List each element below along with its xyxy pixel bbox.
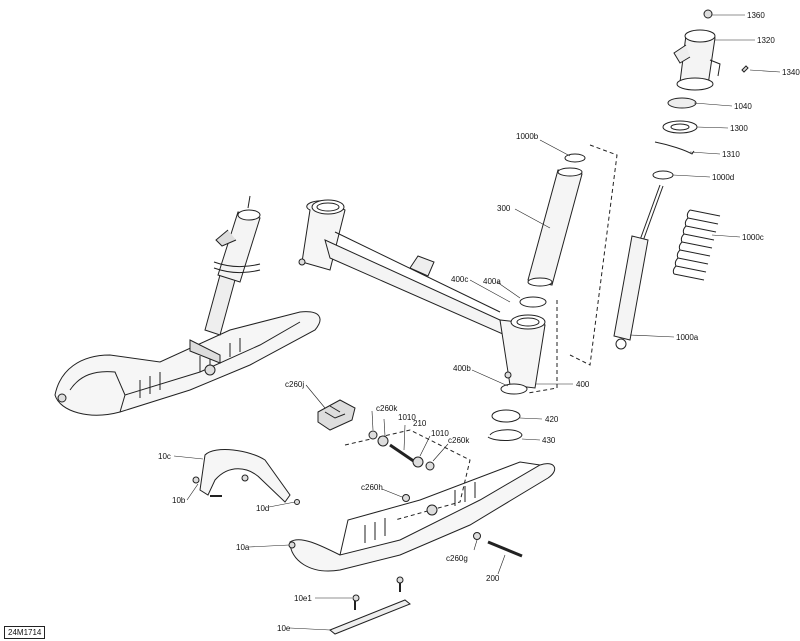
callout-1040: 1040 <box>734 102 752 111</box>
runner-10e <box>329 576 411 635</box>
circlip-430 <box>487 429 523 441</box>
callout-1360: 1360 <box>747 11 765 20</box>
leader-lines <box>173 14 781 631</box>
bumper-c260j <box>317 399 356 431</box>
callout-400c: 400c <box>451 275 468 284</box>
hardware-dashed-outline <box>344 429 471 521</box>
callout-c260j: c260j <box>285 380 304 389</box>
nut-c260h <box>402 494 410 502</box>
nut-c260g <box>473 532 481 540</box>
callout-1010-left: 1010 <box>398 413 416 422</box>
bushing-1010-right <box>412 456 424 468</box>
callout-1000a: 1000a <box>676 333 699 342</box>
diagram-reference-code: 24M1714 <box>4 626 46 639</box>
callout-420: 420 <box>545 415 559 424</box>
sleeve-210 <box>389 443 416 464</box>
callout-1300: 1300 <box>730 124 748 133</box>
assembled-ski-with-shock <box>54 195 321 416</box>
handle-10c <box>192 449 300 505</box>
callout-10d: 10d <box>256 504 269 513</box>
callout-1000c: 1000c <box>742 233 764 242</box>
bolt-200 <box>487 540 523 558</box>
assembly-dashed-outline <box>527 144 618 394</box>
callout-300: 300 <box>497 204 511 213</box>
callout-1340: 1340 <box>782 68 800 77</box>
callout-10e: 10e <box>277 624 291 633</box>
callout-400a: 400a <box>483 277 501 286</box>
callout-10a: 10a <box>236 543 250 552</box>
nut-c260k-right <box>425 461 435 471</box>
callout-1310: 1310 <box>722 150 740 159</box>
callout-400b: 400b <box>453 364 471 373</box>
tube-300 <box>527 153 586 287</box>
callout-400: 400 <box>576 380 590 389</box>
shock-absorber-exploded <box>613 9 749 350</box>
washer-400b <box>500 383 528 395</box>
bushing-1010-left <box>377 435 389 447</box>
callout-200: 200 <box>486 574 500 583</box>
callout-1010-right: 1010 <box>431 429 449 438</box>
callout-10c: 10c <box>158 452 171 461</box>
washer-400a <box>519 296 547 308</box>
callout-c260h: c260h <box>361 483 383 492</box>
callout-210: 210 <box>413 419 427 428</box>
callout-c260k-right: c260k <box>448 436 470 445</box>
callout-labels: 1360 1320 1340 1040 1300 1310 1000d 1000… <box>158 11 800 633</box>
nut-c260k-left <box>368 430 378 440</box>
callout-1000d: 1000d <box>712 173 734 182</box>
callout-c260g: c260g <box>446 554 468 563</box>
callout-10e1: 10e1 <box>294 594 312 603</box>
callout-c260k-left: c260k <box>376 404 398 413</box>
callout-430: 430 <box>542 436 556 445</box>
crossbar-assembly <box>298 199 546 389</box>
callout-1320: 1320 <box>757 36 775 45</box>
ski-10a <box>288 461 556 572</box>
callout-1000b: 1000b <box>516 132 539 141</box>
washer-420 <box>491 409 521 423</box>
callout-10b: 10b <box>172 496 186 505</box>
